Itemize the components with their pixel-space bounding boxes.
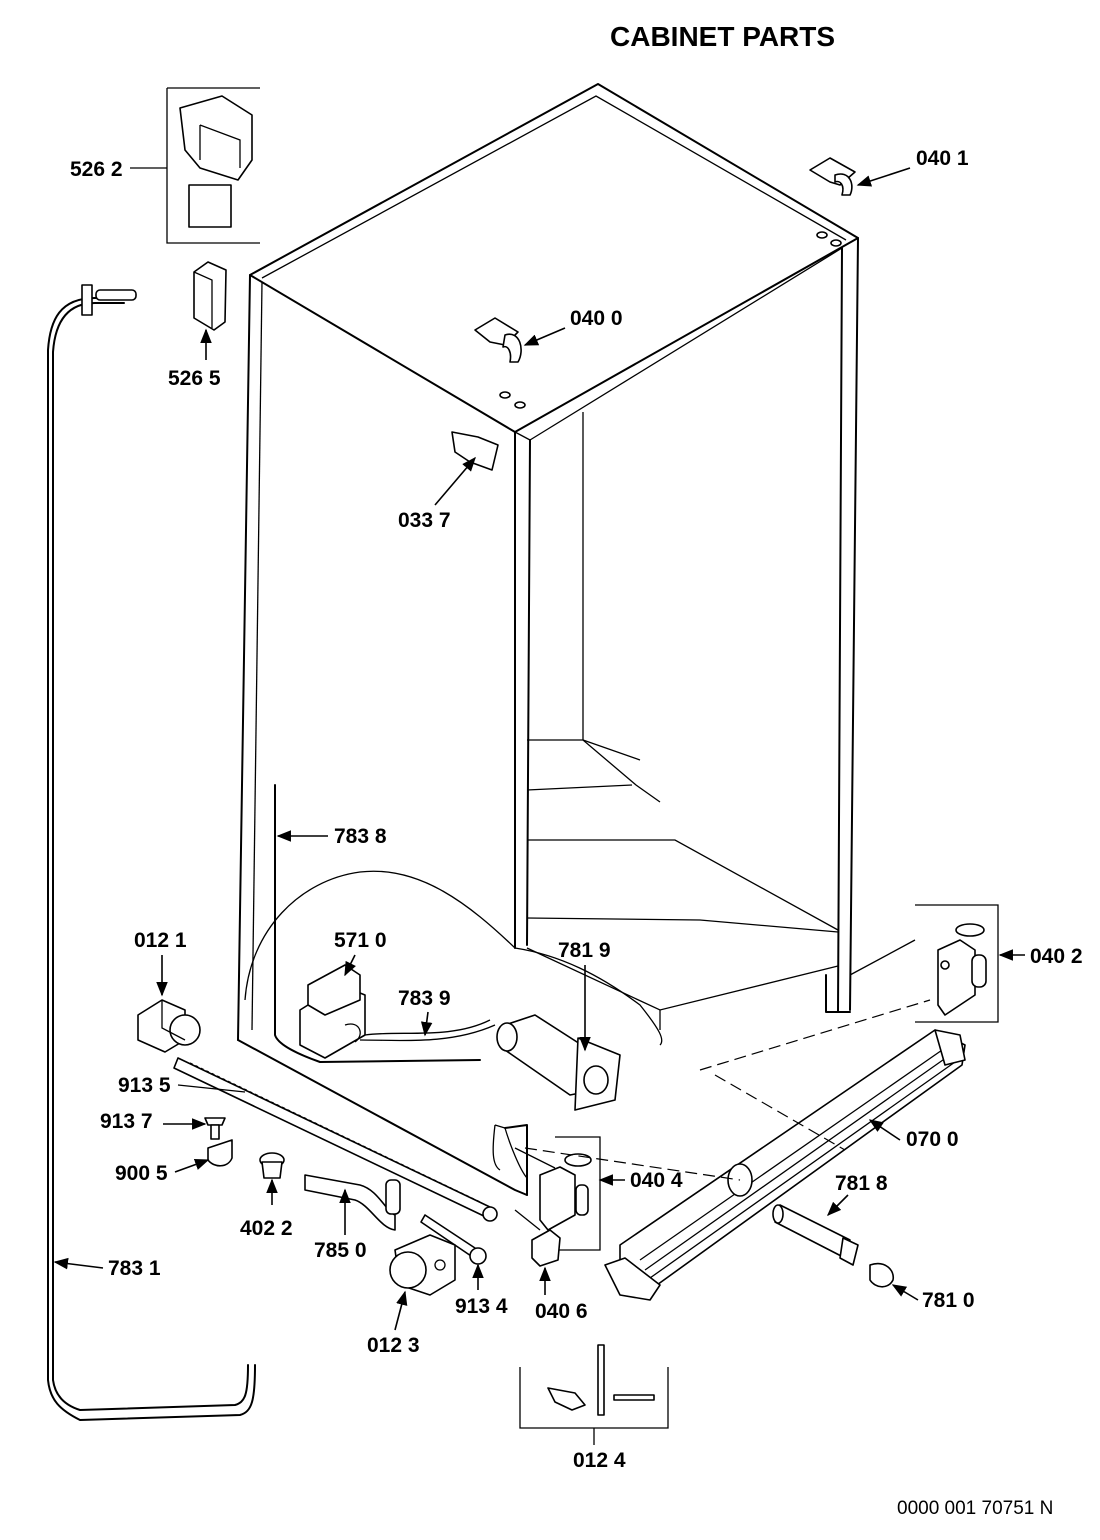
part-012-3-roller	[389, 1234, 456, 1296]
label-913-7: 913 7	[100, 1110, 153, 1133]
label-012-4: 012 4	[573, 1449, 626, 1472]
part-571-0-valve	[299, 964, 496, 1059]
label-913-5: 913 5	[118, 1074, 171, 1097]
label-526-5: 526 5	[168, 367, 221, 390]
label-781-8: 781 8	[835, 1172, 888, 1195]
part-783-1-water-line	[47, 284, 256, 1421]
part-526-2-bracket	[166, 87, 260, 244]
part-040-1-hinge	[809, 157, 856, 247]
part-785-0-tube	[304, 1174, 401, 1231]
label-785-0: 785 0	[314, 1239, 367, 1262]
label-040-6: 040 6	[535, 1300, 588, 1323]
label-571-0: 571 0	[334, 929, 387, 952]
label-402-2: 402 2	[240, 1217, 293, 1240]
part-402-2-plug	[259, 1152, 285, 1179]
label-783-8: 783 8	[334, 825, 387, 848]
part-781-8-cartridge	[772, 1204, 859, 1266]
label-040-4: 040 4	[630, 1169, 683, 1192]
label-526-2: 526 2	[70, 158, 123, 181]
part-781-9-filter	[496, 1014, 621, 1111]
diagram-title: CABINET PARTS	[610, 21, 835, 52]
part-040-2-hinge	[849, 904, 999, 1023]
label-033-7: 033 7	[398, 509, 451, 532]
label-012-3: 012 3	[367, 1334, 420, 1357]
label-040-2: 040 2	[1030, 945, 1083, 968]
label-913-4: 913 4	[455, 1295, 508, 1318]
label-040-0: 040 0	[570, 307, 623, 330]
part-012-4-kit	[519, 1344, 669, 1429]
label-040-1: 040 1	[916, 147, 969, 170]
label-781-9: 781 9	[558, 939, 611, 962]
part-913-5-screw	[173, 1057, 498, 1222]
cabinet-body	[237, 83, 859, 1041]
part-913-7-screw	[204, 1117, 226, 1140]
part-781-0-cap	[869, 1262, 895, 1288]
label-012-1: 012 1	[134, 929, 187, 952]
part-040-0-hinge	[474, 317, 526, 409]
part-526-5-cover	[193, 261, 227, 331]
part-033-7-clip	[451, 431, 499, 471]
label-781-0: 781 0	[922, 1289, 975, 1312]
label-783-1: 783 1	[108, 1257, 161, 1280]
part-070-0-grille	[524, 999, 966, 1301]
part-913-4-screw	[420, 1214, 487, 1265]
part-783-8-tube	[274, 784, 481, 1063]
label-900-5: 900 5	[115, 1162, 168, 1185]
callouts: 526 2 526 5 040 1 040 0 033 7 783 8 012 …	[53, 147, 1083, 1472]
part-012-1-roller	[137, 999, 201, 1053]
label-783-9: 783 9	[398, 987, 451, 1010]
document-id: 0000 001 70751 N	[897, 1498, 1053, 1519]
part-040-6-bracket	[514, 1209, 561, 1267]
part-900-5-clip	[207, 1139, 233, 1167]
cabinet-cutaway	[237, 870, 663, 1196]
label-070-0: 070 0	[906, 1128, 959, 1151]
